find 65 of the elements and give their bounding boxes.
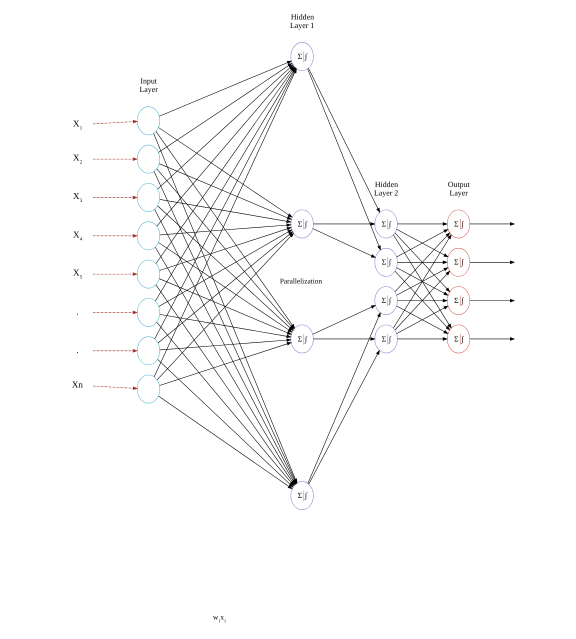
arrow [159,338,292,350]
node-text: Xn [71,379,82,390]
arrow [158,242,292,333]
arrow [158,342,292,386]
arrow [469,260,515,264]
node-circle [136,183,160,212]
arrow [396,222,448,226]
node-text: X$_{3}$ [72,191,82,204]
arrow [158,229,292,307]
arrow [396,260,448,264]
arrow [396,337,448,341]
arrow [92,386,138,390]
arrow [92,234,138,238]
arrow [396,298,448,302]
node-text: X$_{4}$ [72,229,82,242]
arrow [159,223,292,236]
arrow [307,312,380,484]
arrow [92,310,138,314]
arrow [156,359,294,488]
arrow [92,120,138,124]
node-ellipse: Σ ∫ [374,248,398,277]
arrow [92,349,138,353]
arrow [92,196,138,200]
arrow [158,127,292,218]
arrow [396,306,448,334]
node-ellipse: Σ ∫ [374,210,398,238]
arrow [312,228,376,258]
node-ellipse: Σ ∫ [374,286,398,315]
arrow [469,298,515,302]
label: Input Layer [138,76,158,94]
label: Output Layer [447,180,470,198]
arrow [308,350,380,484]
node-circle [136,106,160,136]
arrow [92,272,138,276]
node-circle [136,374,160,404]
label: Hidden Layer 1 [289,12,314,30]
node-circle [136,298,160,327]
arrow [158,163,292,220]
arrow [158,278,292,335]
arrow [92,157,138,161]
arrow [158,60,292,117]
node-circle [136,144,160,174]
node-text: X$_{1}$ [72,118,82,132]
node-text: . [76,344,78,355]
arrow [306,68,380,251]
node-text: . [76,306,78,317]
arrow [312,222,376,226]
arrow [308,68,380,213]
node-text: X$_{2}$ [72,152,82,166]
node-ellipse: Σ ∫ [374,324,398,354]
arrow [158,396,292,490]
label: Hidden Layer 2 [373,180,398,198]
arrow [158,227,292,271]
arrow [396,267,448,296]
arrow [312,337,376,341]
arrow [159,314,292,338]
arrow [469,337,515,341]
node-circle [136,221,160,250]
node-ellipse: Σ ∫ [290,210,314,238]
arrow [469,222,515,226]
node-circle [136,336,160,366]
node-text: X$_{5}$ [72,268,82,281]
arrow [159,199,292,224]
node-circle [136,260,160,288]
arrow [312,305,376,335]
